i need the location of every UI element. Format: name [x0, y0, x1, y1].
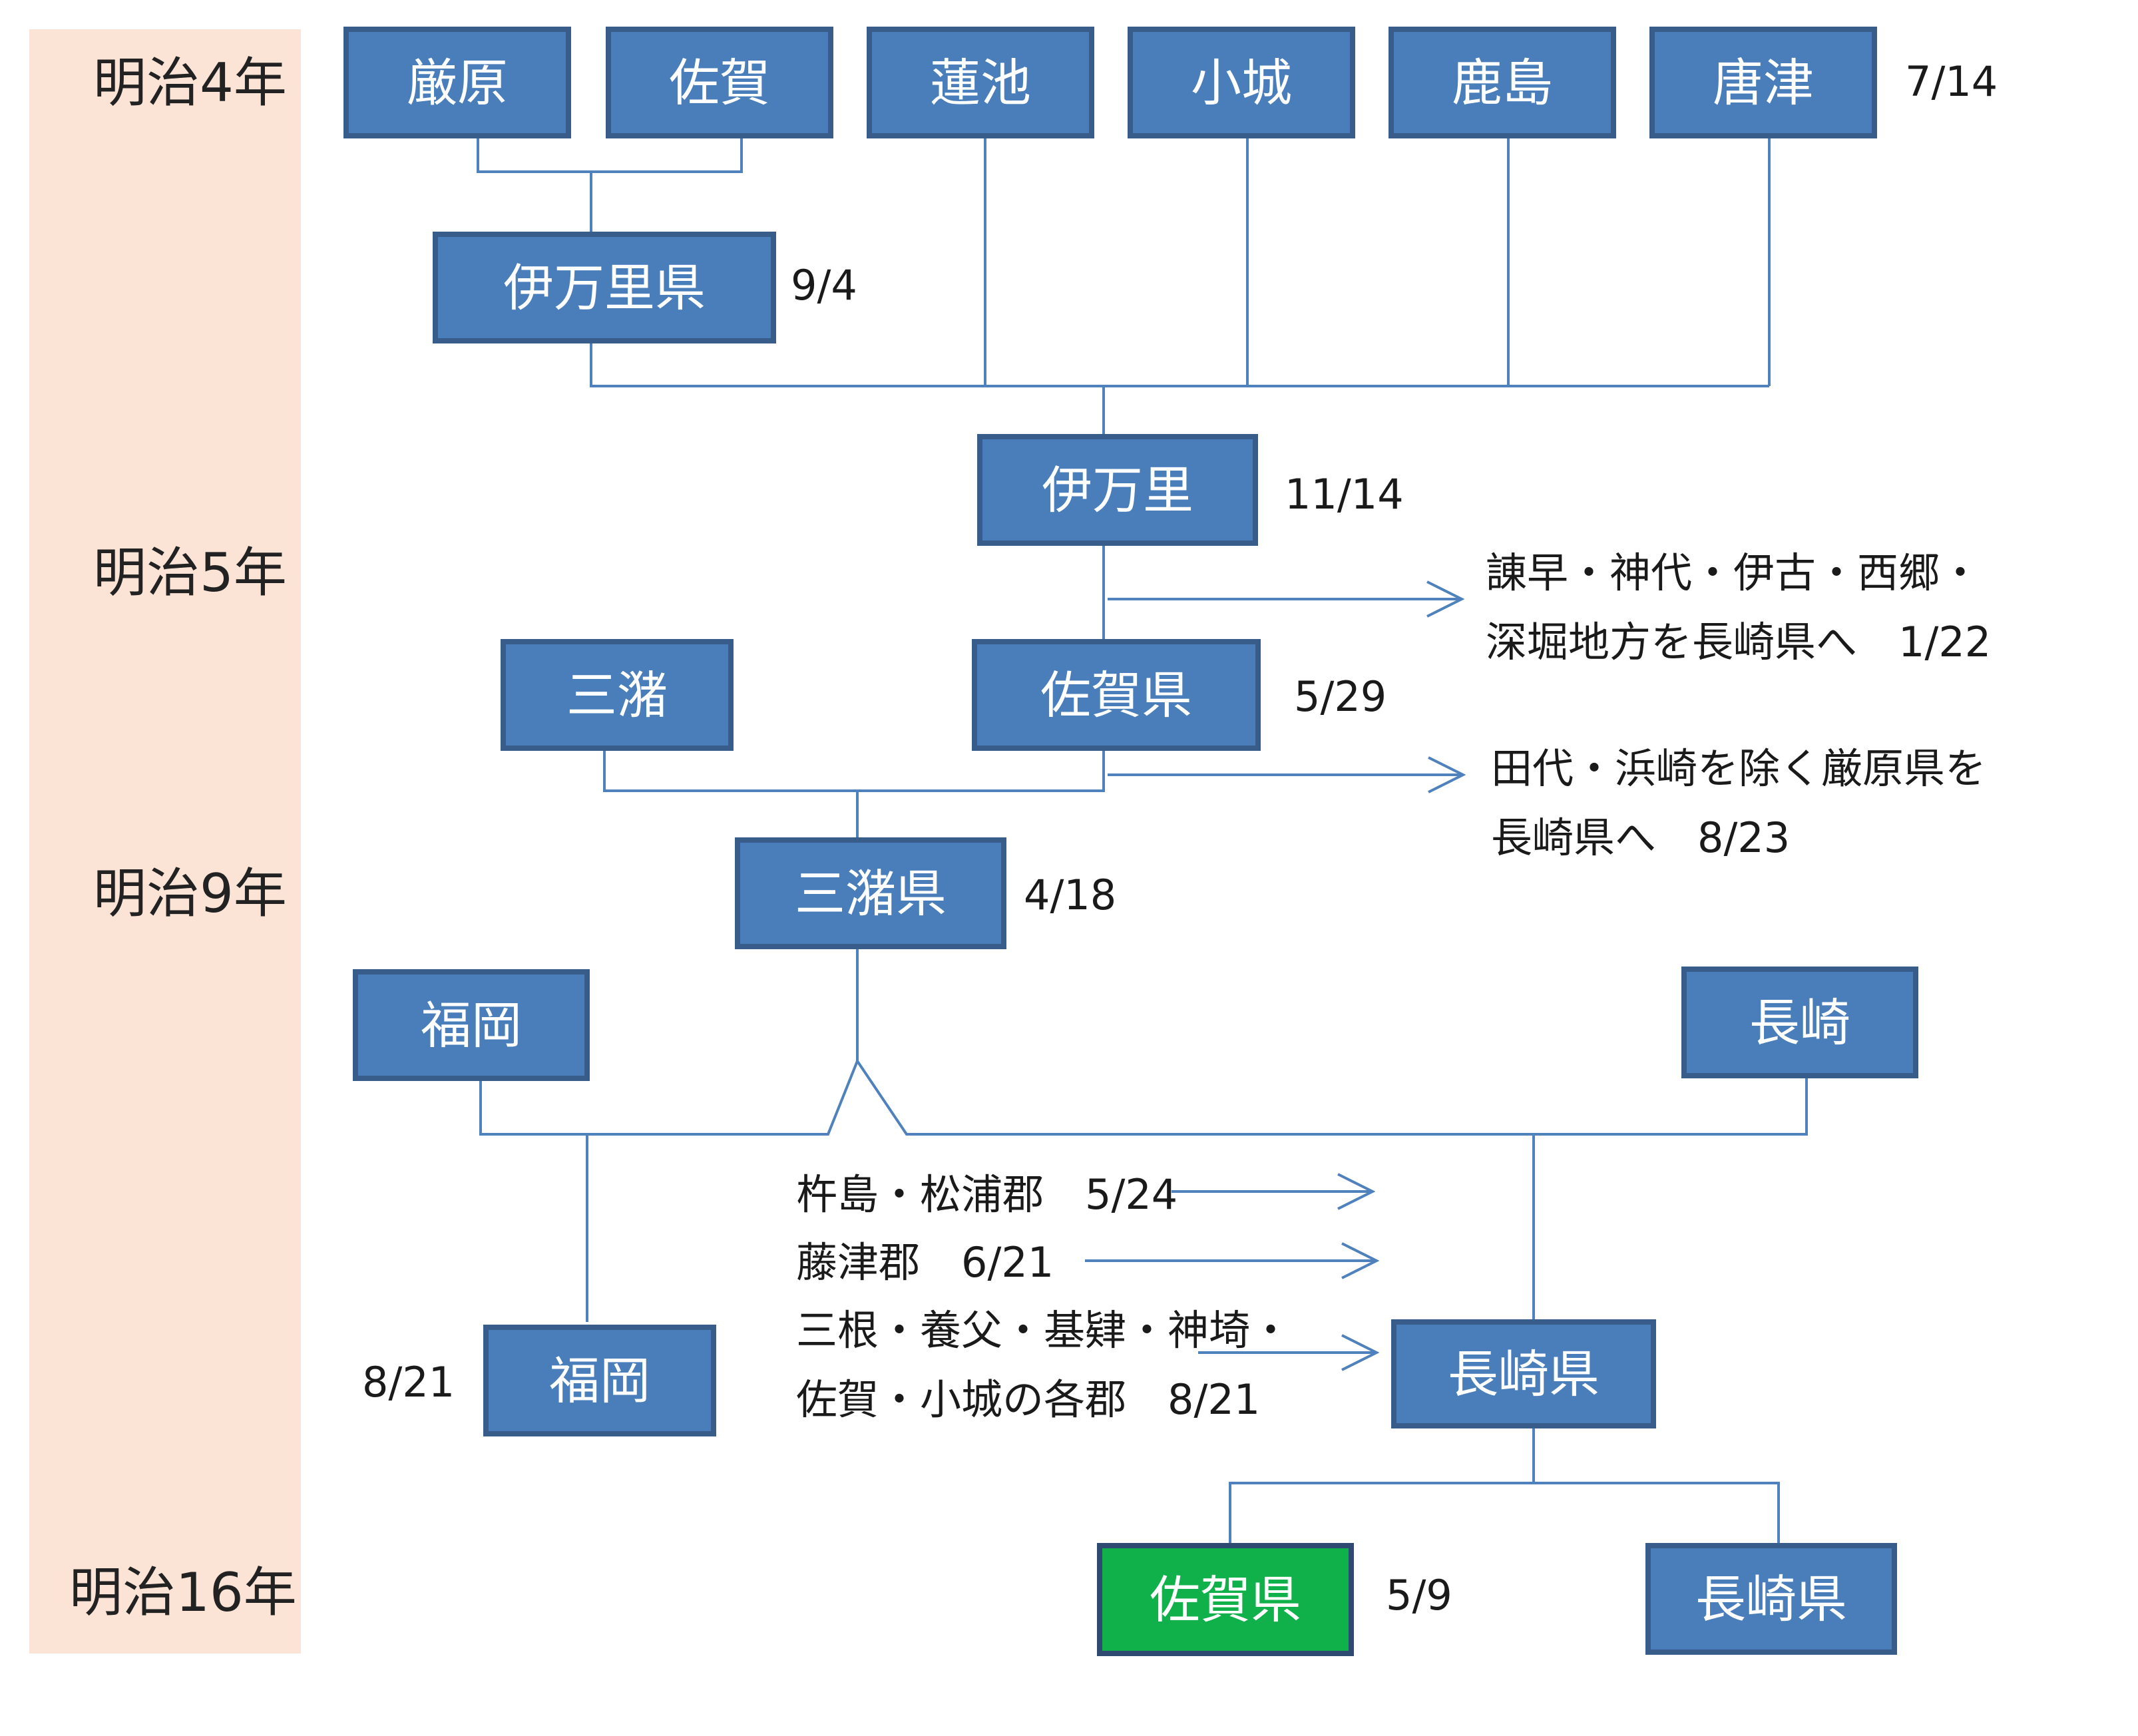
- svg-text:厳原: 厳原: [407, 53, 508, 112]
- node-imari-ken-1: 伊万里県: [433, 232, 776, 343]
- svg-text:長崎: 長崎: [1749, 993, 1850, 1052]
- node-nagasaki-1: 長崎: [1681, 967, 1918, 1078]
- note-isahaya-line1: 諌早・神代・伊古・西郷・: [1486, 548, 1981, 597]
- svg-text:福岡: 福岡: [549, 1351, 650, 1410]
- svg-text:鹿島: 鹿島: [1452, 53, 1553, 112]
- node-fukuoka-2: 福岡: [483, 1325, 716, 1436]
- node-kashima: 鹿島: [1389, 27, 1616, 138]
- svg-text:蓮池: 蓮池: [930, 53, 1031, 112]
- svg-text:長崎県: 長崎県: [1448, 1345, 1600, 1404]
- date-label-7-14: 7/14: [1905, 57, 1998, 106]
- node-nagasaki-ken-1: 長崎県: [1391, 1319, 1656, 1428]
- date-label-11-14: 11/14: [1285, 470, 1404, 519]
- era-label-meiji9: 明治9年: [93, 863, 287, 925]
- svg-text:伊万里県: 伊万里県: [503, 258, 706, 318]
- node-mizuma: 三潴: [501, 639, 734, 751]
- node-ogi: 小城: [1128, 27, 1355, 138]
- node-saga-ken-final: 佐賀県: [1097, 1543, 1354, 1656]
- node-imari: 伊万里: [977, 434, 1258, 546]
- svg-text:唐津: 唐津: [1713, 53, 1814, 112]
- note-mine-line2: 佐賀・小城の各郡 8/21: [796, 1375, 1260, 1424]
- node-hasunoike: 蓮池: [867, 27, 1094, 138]
- node-fukuoka-1: 福岡: [353, 969, 590, 1081]
- node-mizuma-ken: 三潴県: [735, 837, 1006, 949]
- date-label-9-4: 9/4: [791, 261, 857, 310]
- svg-text:伊万里: 伊万里: [1042, 461, 1193, 520]
- node-saga-ken-1: 佐賀県: [972, 639, 1261, 751]
- note-isahaya-line2: 深堀地方を長崎県へ 1/22: [1486, 618, 1991, 666]
- svg-text:三潴: 三潴: [566, 666, 668, 725]
- note-kishima: 杵島・松浦郡 5/24: [796, 1170, 1177, 1219]
- era-label-meiji4: 明治4年: [93, 52, 287, 114]
- note-fujitsu: 藤津郡 6/21: [796, 1238, 1054, 1287]
- node-nagasaki-ken-2: 長崎県: [1645, 1543, 1897, 1655]
- svg-text:小城: 小城: [1191, 53, 1292, 112]
- svg-text:福岡: 福岡: [421, 996, 522, 1055]
- node-izuhara: 厳原: [343, 27, 571, 138]
- note-tashiro-line1: 田代・浜崎を除く厳原県を: [1491, 744, 1986, 793]
- svg-text:佐賀県: 佐賀県: [1150, 1570, 1301, 1629]
- date-label-5-29: 5/29: [1294, 672, 1387, 721]
- date-label-8-21-fukuoka: 8/21: [362, 1358, 455, 1407]
- svg-text:佐賀: 佐賀: [669, 53, 770, 112]
- connector-lines: [477, 137, 1808, 1546]
- node-saga-han: 佐賀: [606, 27, 833, 138]
- era-label-meiji5: 明治5年: [93, 542, 287, 604]
- svg-text:三潴県: 三潴県: [795, 864, 947, 923]
- svg-text:佐賀県: 佐賀県: [1040, 666, 1192, 725]
- era-band: [29, 29, 301, 1653]
- note-tashiro-line2: 長崎県へ 8/23: [1491, 813, 1790, 862]
- svg-text:長崎県: 長崎県: [1695, 1570, 1847, 1629]
- date-label-5-9: 5/9: [1386, 1571, 1452, 1620]
- node-karatsu: 唐津: [1649, 27, 1877, 138]
- note-mine-line1: 三根・養父・基肄・神埼・: [796, 1306, 1291, 1355]
- era-label-meiji16: 明治16年: [69, 1562, 297, 1624]
- date-label-4-18: 4/18: [1024, 871, 1116, 919]
